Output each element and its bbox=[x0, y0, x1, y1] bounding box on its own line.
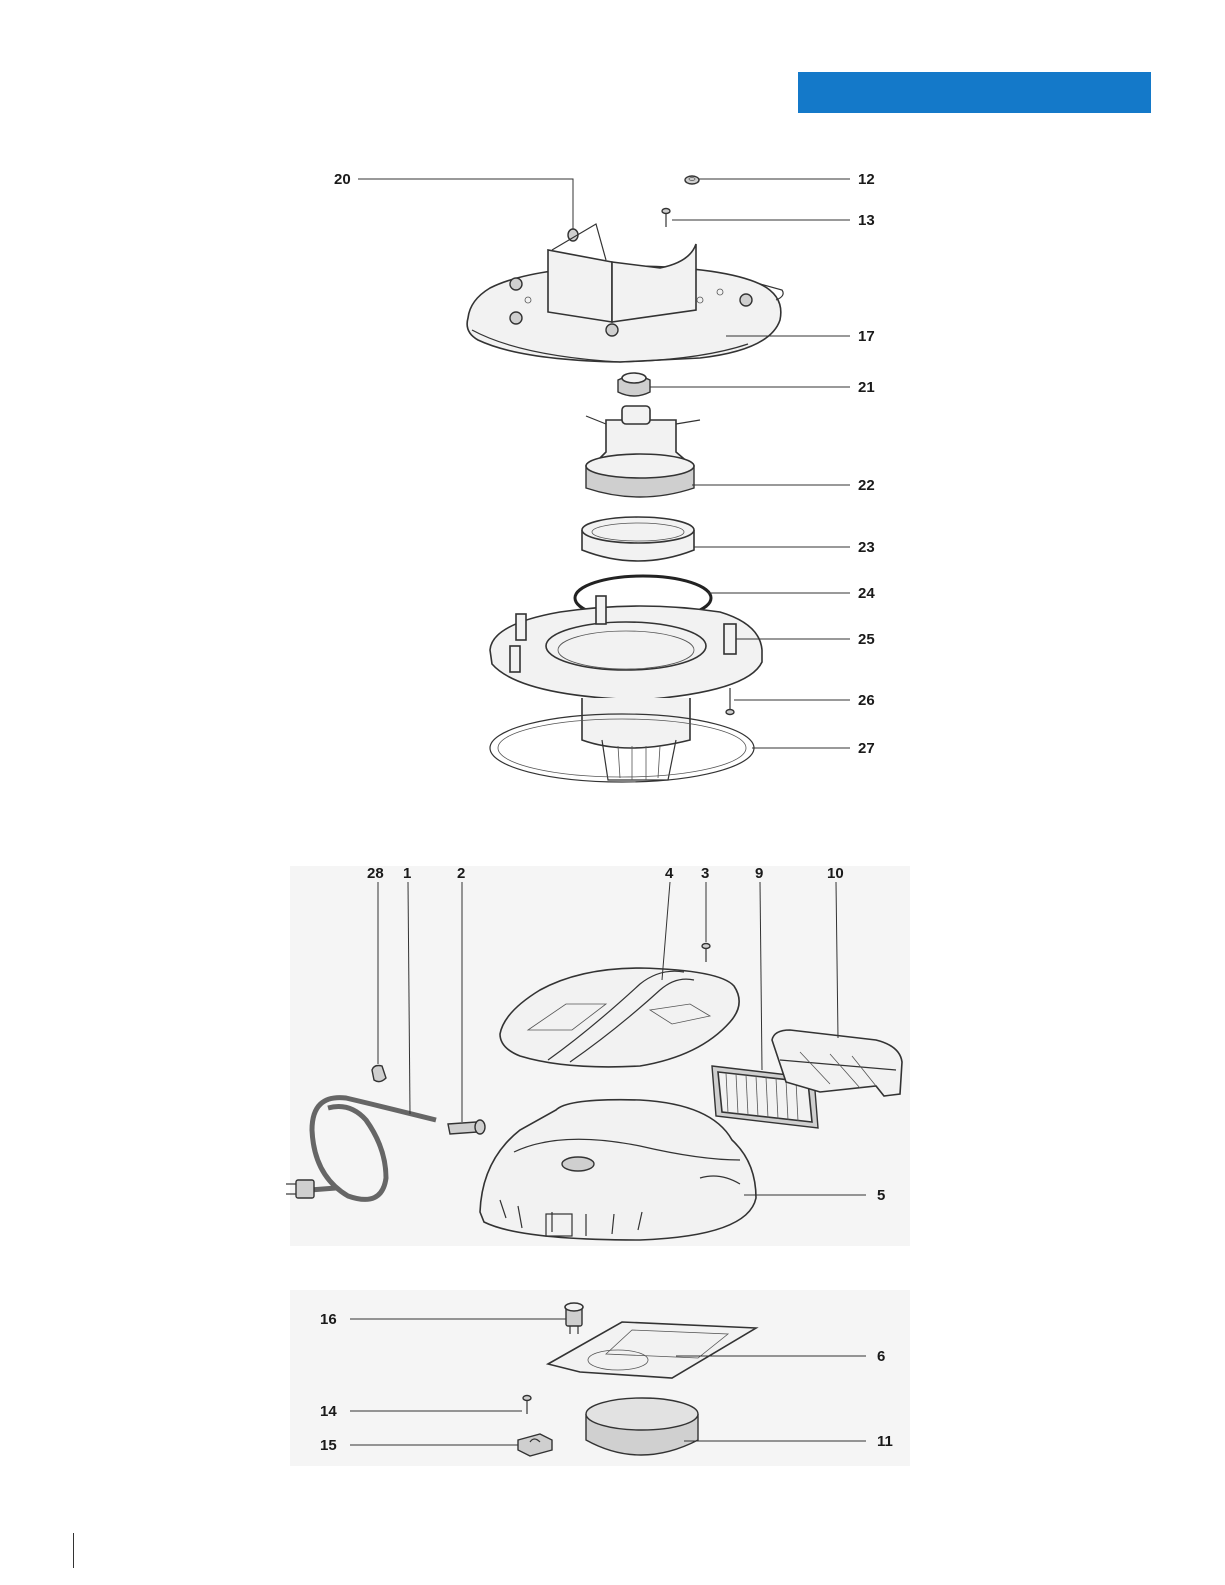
callout-11: 11 bbox=[877, 1433, 893, 1450]
page-margin-rule bbox=[73, 1533, 74, 1568]
part-25-motor-housing bbox=[490, 596, 762, 780]
part-22-motor bbox=[586, 406, 700, 497]
callout-26: 26 bbox=[858, 692, 875, 709]
callout-13: 13 bbox=[858, 212, 875, 229]
part-12-nut bbox=[685, 176, 699, 184]
part-26-screw bbox=[726, 688, 734, 715]
callout-25: 25 bbox=[858, 631, 875, 648]
part-23-gasket-ring bbox=[582, 517, 694, 561]
callout-14: 14 bbox=[320, 1403, 337, 1420]
callout-10: 10 bbox=[827, 865, 844, 882]
callout-9: 9 bbox=[755, 865, 763, 882]
callout-3: 3 bbox=[701, 865, 709, 882]
callout-17: 17 bbox=[858, 328, 875, 345]
callout-leaders bbox=[350, 179, 866, 1445]
callout-12: 12 bbox=[858, 171, 875, 188]
callout-5: 5 bbox=[877, 1187, 885, 1204]
part-17-motor-cover bbox=[467, 224, 783, 362]
part-21-motor-cap bbox=[618, 373, 650, 396]
callout-21: 21 bbox=[858, 379, 875, 396]
callout-24: 24 bbox=[858, 585, 875, 602]
callout-20: 20 bbox=[334, 171, 351, 188]
callout-16: 16 bbox=[320, 1311, 337, 1328]
callout-27: 27 bbox=[858, 740, 875, 757]
callout-23: 23 bbox=[858, 539, 875, 556]
callout-2: 2 bbox=[457, 865, 465, 882]
callout-6: 6 bbox=[877, 1348, 885, 1365]
part-11-foam-filter bbox=[586, 1398, 698, 1455]
callout-28: 28 bbox=[367, 865, 384, 882]
callout-15: 15 bbox=[320, 1437, 337, 1454]
callout-1: 1 bbox=[403, 865, 411, 882]
callout-22: 22 bbox=[858, 477, 875, 494]
callout-4: 4 bbox=[665, 865, 674, 882]
part-13-screw bbox=[662, 209, 670, 228]
